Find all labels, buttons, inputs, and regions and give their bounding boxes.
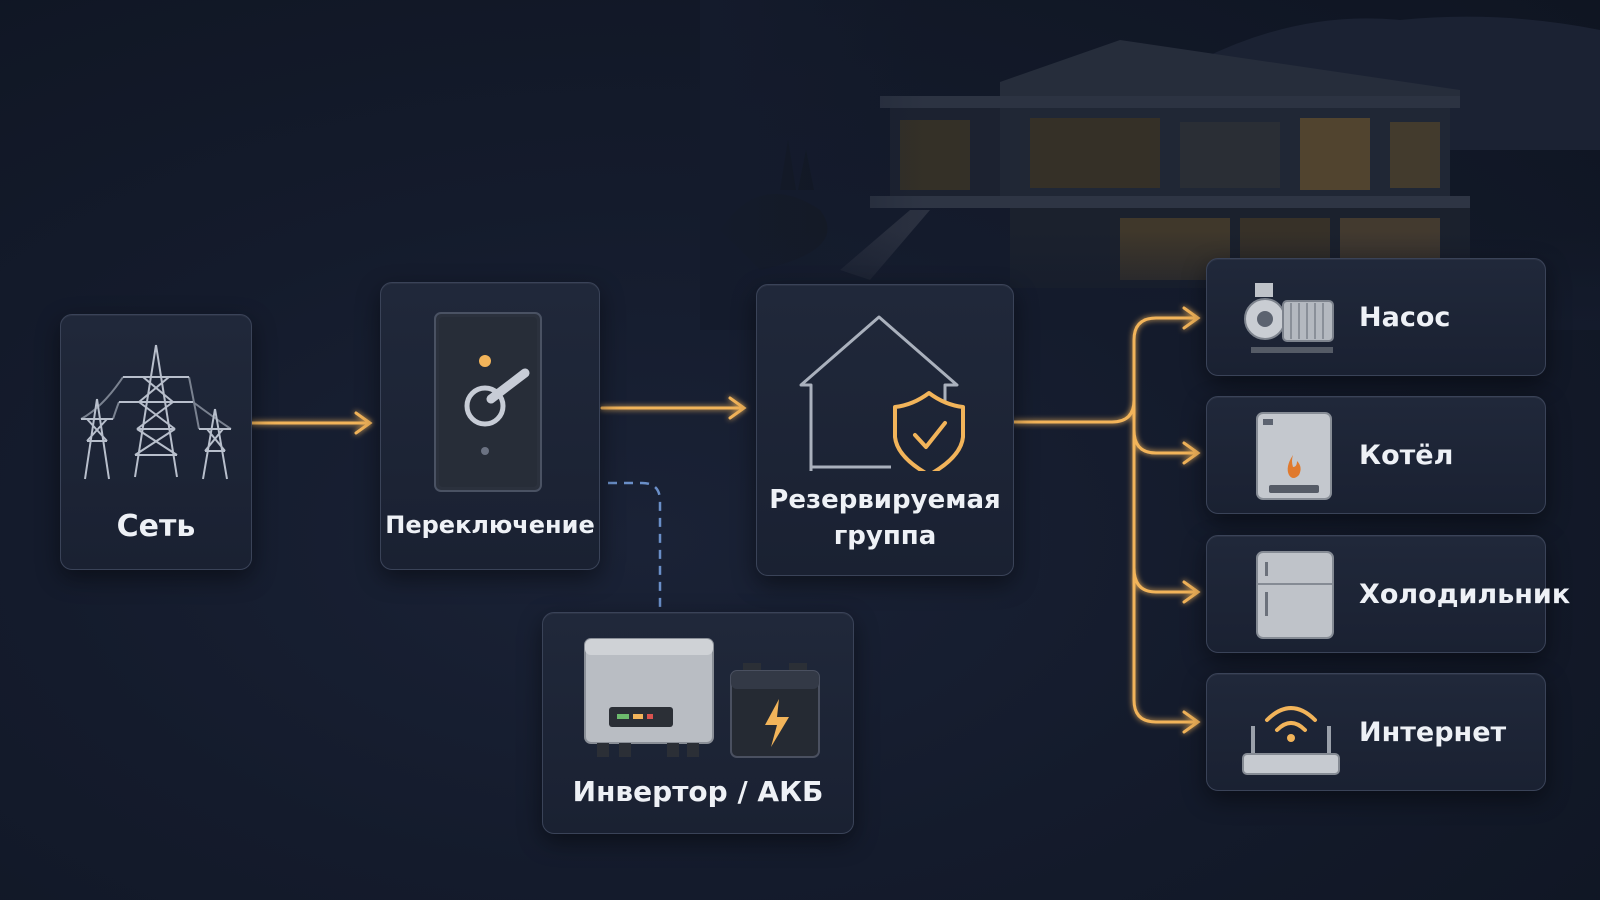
node-inverter-label: Инвертор / АКБ <box>572 775 824 808</box>
pump-icon <box>1244 283 1334 353</box>
node-reserve-label-line2: группа <box>833 521 937 551</box>
backup-link <box>608 481 662 612</box>
transfer-switch-icon <box>434 312 542 492</box>
house-shield-icon <box>799 315 965 471</box>
node-reserve-group[interactable]: Резервируемая группа <box>756 284 1014 576</box>
node-grid[interactable]: Сеть <box>60 314 252 570</box>
node-grid-label: Сеть <box>116 509 196 544</box>
load-pump-label: Насос <box>1359 301 1451 333</box>
load-boiler[interactable]: Котёл <box>1206 396 1546 514</box>
load-internet[interactable]: Интернет <box>1206 673 1546 791</box>
load-boiler-label: Котёл <box>1359 439 1454 471</box>
fridge-icon <box>1256 551 1334 639</box>
node-reserve-label-line1: Резервируемая <box>769 485 1001 515</box>
inverter-icon <box>584 638 714 757</box>
power-tower-icon <box>80 344 232 480</box>
router-icon <box>1242 706 1340 775</box>
node-inverter[interactable]: Инвертор / АКБ <box>542 612 854 834</box>
load-fridge[interactable]: Холодильник <box>1206 535 1570 653</box>
node-switch-label: Переключение <box>385 511 595 539</box>
load-pump[interactable]: Насос <box>1206 258 1546 376</box>
load-internet-label: Интернет <box>1359 716 1507 748</box>
node-switch[interactable]: Переключение <box>380 282 600 570</box>
load-fridge-label: Холодильник <box>1359 578 1571 610</box>
boiler-icon <box>1256 412 1332 500</box>
battery-icon <box>730 663 820 758</box>
